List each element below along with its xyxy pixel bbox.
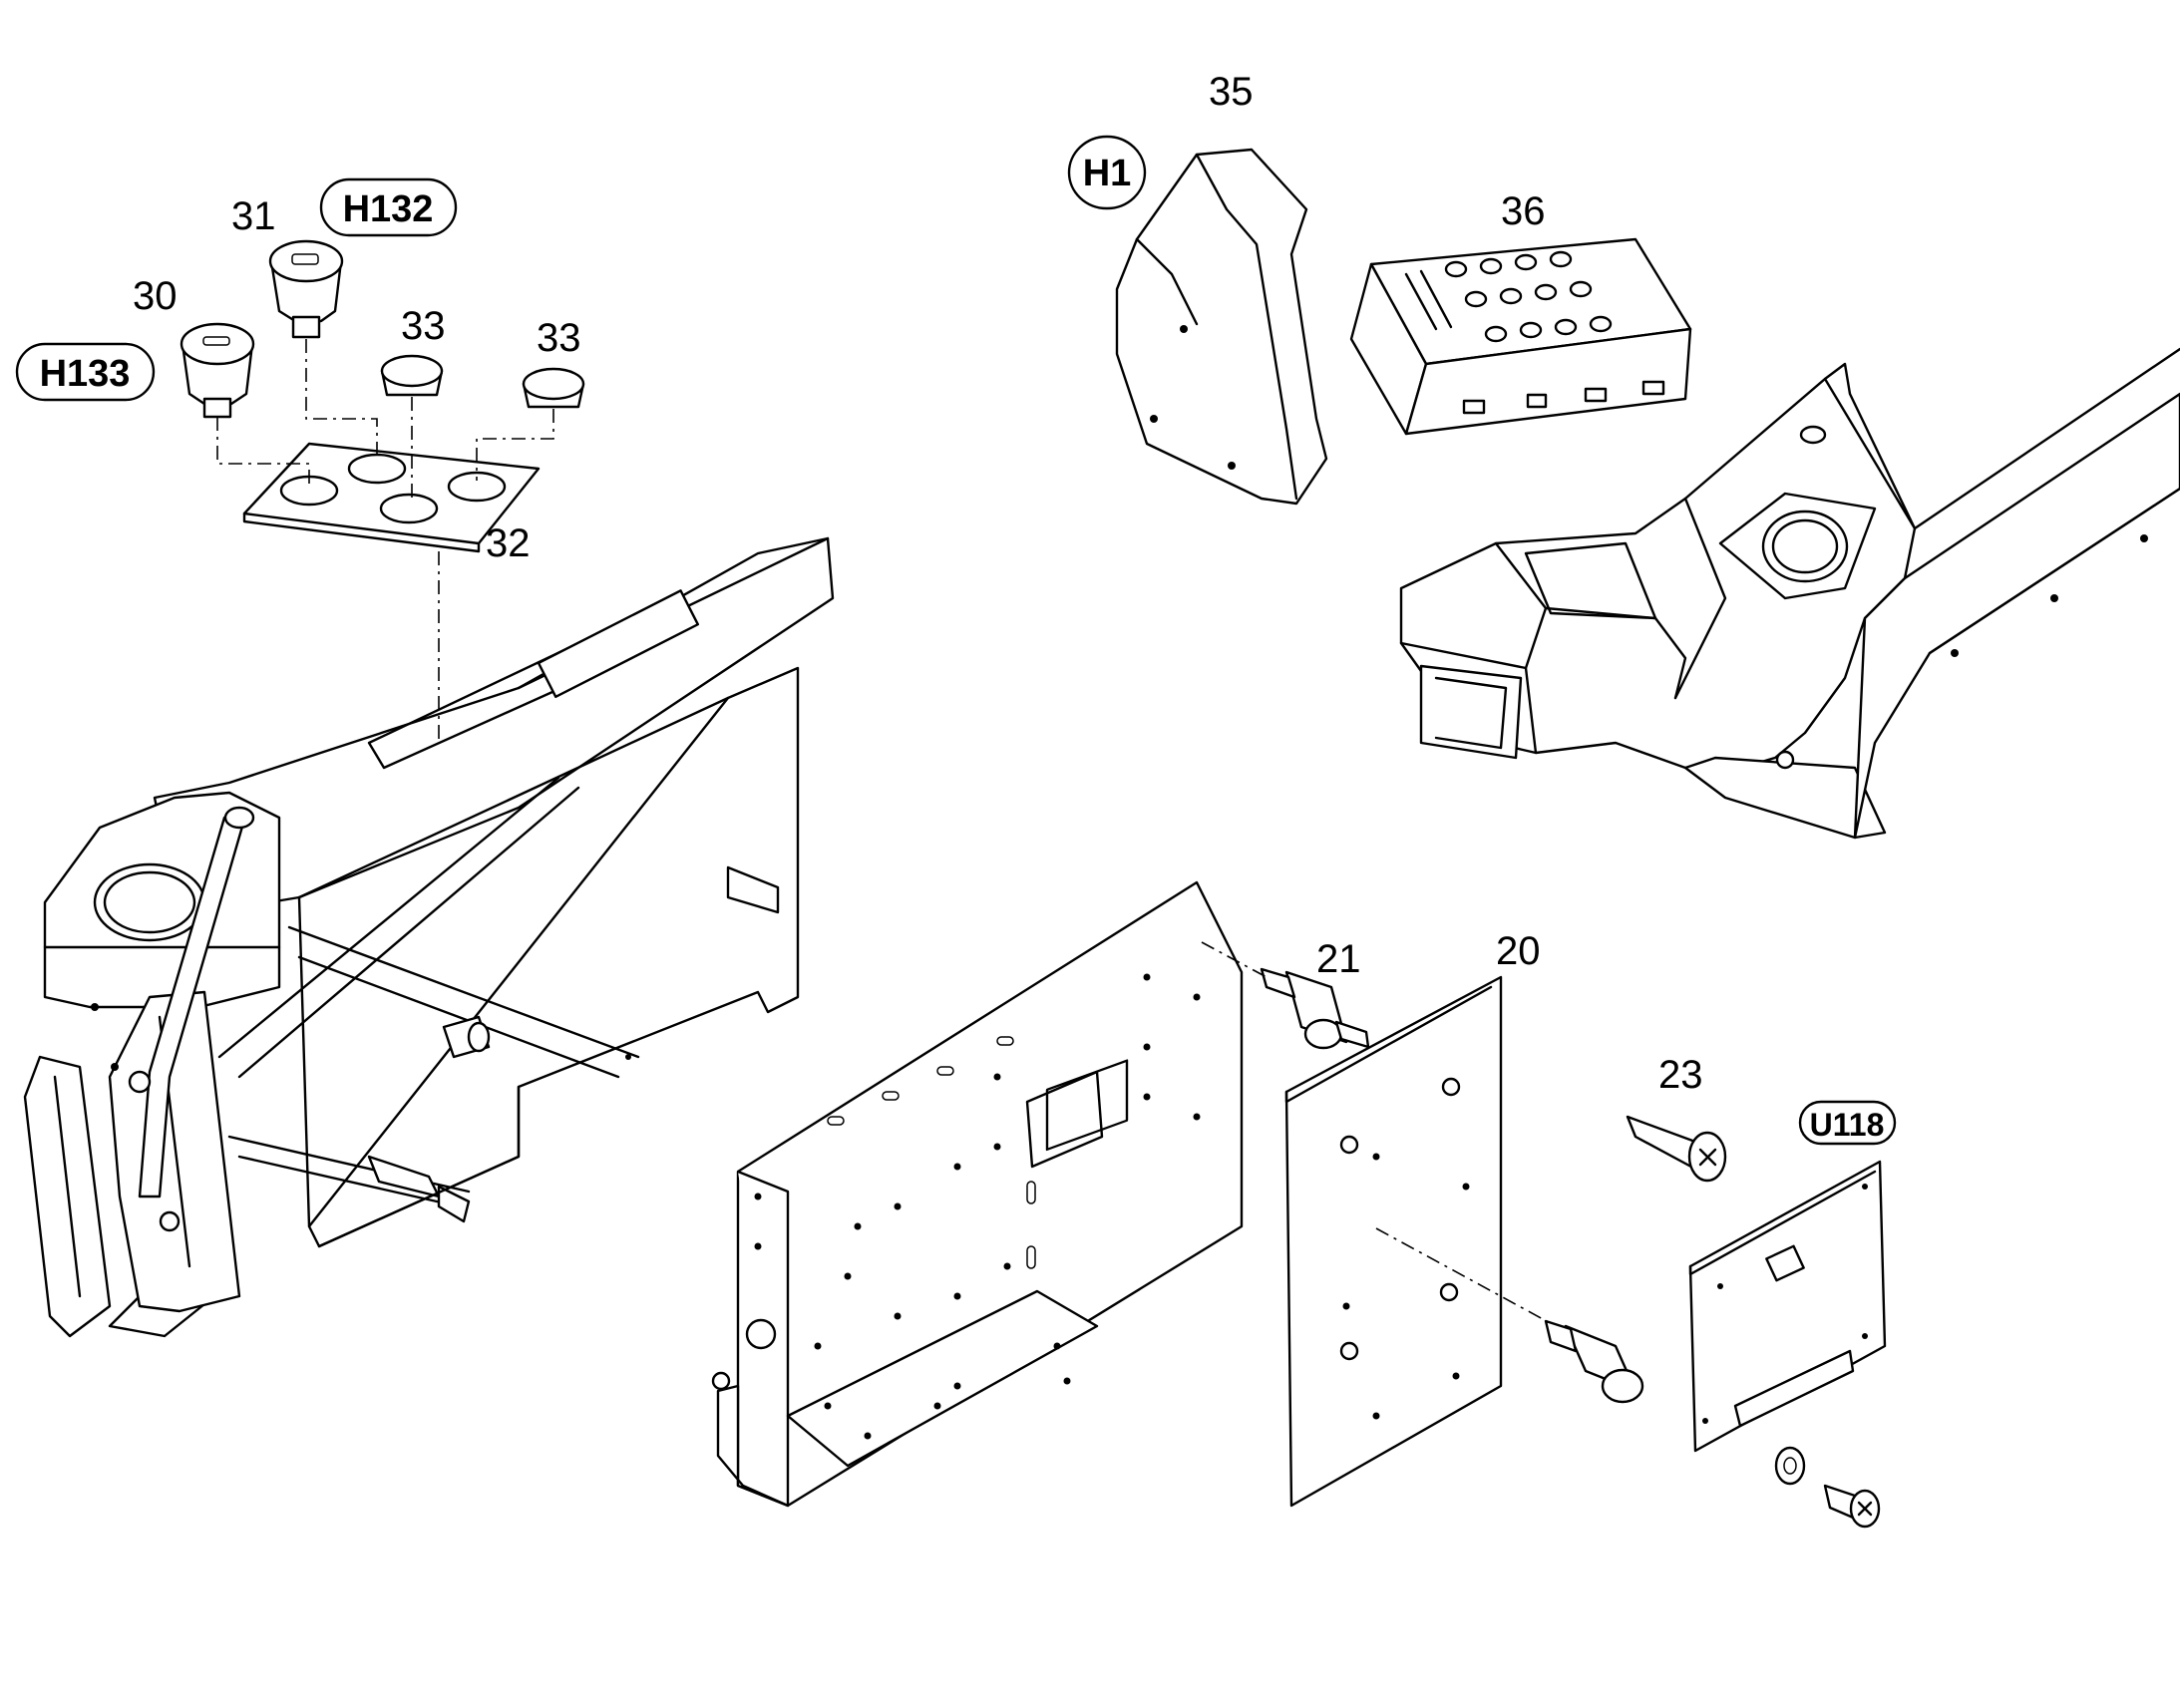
bracket-holes xyxy=(754,973,1201,1440)
leader-line-21 xyxy=(1201,941,1268,978)
leader-line-20 xyxy=(1375,1227,1557,1327)
callout-35: 35 xyxy=(1209,70,1254,114)
callout-31: 31 xyxy=(231,194,276,238)
callout-33-right: 33 xyxy=(537,316,581,360)
part-35-cover xyxy=(1115,148,1328,506)
callout-36: 36 xyxy=(1501,189,1546,233)
right-armrest-housing xyxy=(1399,347,2180,840)
part-33-plugs xyxy=(380,354,585,409)
tag-h1: H1 xyxy=(1067,135,1147,210)
lower-standoff xyxy=(1544,1319,1644,1404)
u118-board xyxy=(1688,1160,1887,1453)
mounting-bracket xyxy=(711,880,1244,1508)
callout-33-left: 33 xyxy=(401,304,446,348)
part-31-key-switch xyxy=(268,239,344,339)
callout-23: 23 xyxy=(1658,1053,1703,1097)
svg-text:H133: H133 xyxy=(40,353,131,395)
part-21-standoff xyxy=(1260,967,1370,1050)
part-30-key-switch xyxy=(180,322,255,419)
callout-30: 30 xyxy=(133,274,178,318)
part-23-screw xyxy=(1626,1115,1727,1183)
washer-and-screw xyxy=(1774,1446,1881,1529)
bracket-slots xyxy=(827,1036,1036,1269)
plate-nuts xyxy=(1339,1077,1461,1361)
part-20-plate xyxy=(1284,975,1503,1508)
tag-u118: U118 xyxy=(1798,1100,1897,1146)
svg-text:H1: H1 xyxy=(1083,153,1132,194)
callout-32: 32 xyxy=(486,521,531,565)
svg-text:U118: U118 xyxy=(1810,1107,1885,1143)
callout-20: 20 xyxy=(1496,929,1541,973)
part-36-keypad xyxy=(1349,237,1692,436)
svg-text:H132: H132 xyxy=(343,188,434,230)
leader-lines-left xyxy=(216,339,554,743)
keypad-keys xyxy=(1444,250,1613,343)
console-frame xyxy=(23,536,835,1338)
tag-h133: H133 xyxy=(15,342,156,402)
tag-h132: H132 xyxy=(319,177,458,237)
switch-plate xyxy=(242,442,541,553)
callout-21: 21 xyxy=(1316,937,1361,981)
